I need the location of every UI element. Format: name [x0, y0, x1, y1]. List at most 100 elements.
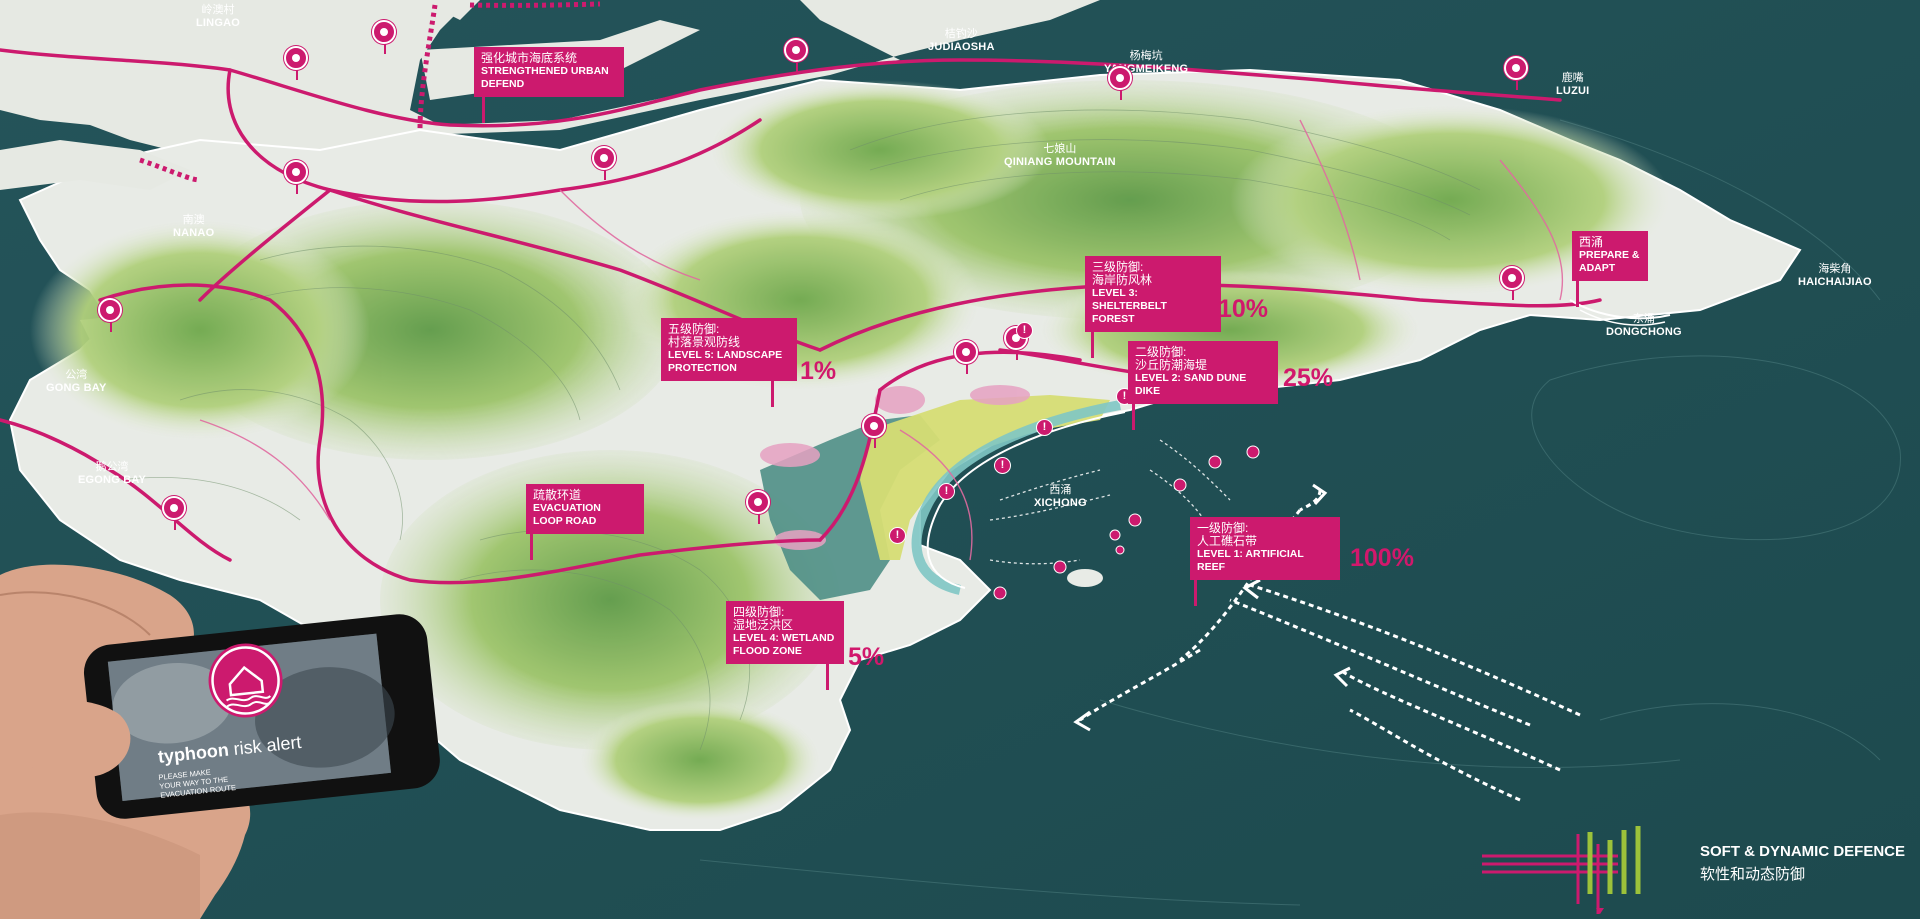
place-haichaijiao-en: HAICHAIJIAO — [1798, 276, 1872, 288]
typhoon-house-icon — [228, 665, 265, 697]
warning-icon[interactable]: ! — [994, 457, 1011, 474]
callout-level2-en1: LEVEL 2: SAND DUNE DIKE — [1135, 372, 1247, 397]
warning-icon[interactable]: ! — [889, 527, 906, 544]
callout-level2-zh2: 沙丘防潮海堤 — [1135, 358, 1208, 372]
pct-level3: 10% — [1218, 295, 1269, 323]
callout-evac-en1: EVACUATION — [533, 502, 601, 514]
evacuation-shelter-icon[interactable] — [784, 38, 808, 72]
reef-markers — [993, 445, 1260, 600]
evacuation-shelter-icon[interactable] — [284, 160, 308, 194]
callout-level5-en1: LEVEL 5: LANDSCAPE — [668, 349, 783, 361]
place-dongchong: 东涌 DONGCHONG — [1606, 313, 1682, 339]
place-nanao-zh: 南澳 — [182, 214, 205, 226]
place-luzui-en: LUZUI — [1556, 85, 1590, 97]
hand-illustration — [0, 564, 440, 919]
place-judiaosha-en: JUDIAOSHA — [928, 41, 995, 53]
place-lingao: 岭澳村 LINGAO — [196, 4, 240, 30]
place-gongbay: 公湾 GONG BAY — [46, 369, 106, 395]
callout-prepare-en2: ADAPT — [1579, 262, 1616, 274]
place-lingao-en: LINGAO — [196, 17, 240, 29]
place-judiaosha: 桔钓沙 JUDIAOSHA — [928, 28, 995, 54]
place-nanao-en: NANAO — [173, 227, 215, 239]
vegetation — [30, 80, 1670, 820]
callout-evacuation-loop: 疏散环道 EVACUATION LOOP ROAD — [526, 484, 644, 560]
islet-west-1 — [0, 140, 190, 190]
reef-islet — [1067, 569, 1103, 587]
callout-urban-zh: 强化城市海底系统 — [481, 51, 578, 65]
evacuation-shelter-icon[interactable] — [162, 496, 186, 530]
callout-urban-en1: STRENGTHENED URBAN — [481, 65, 609, 77]
callout-prepare-en1: PREPARE & — [1579, 249, 1640, 261]
evacuation-shelter-icon[interactable] — [746, 490, 770, 524]
place-haichaijiao-zh: 海柴角 — [1818, 263, 1852, 275]
place-gongbay-en: GONG BAY — [46, 382, 107, 394]
place-egongbay-en: EGONG BAY — [78, 474, 147, 486]
callout-level5-zh2: 村落景观防线 — [668, 335, 741, 349]
evacuation-shelter-icon[interactable] — [372, 20, 396, 54]
callout-evac-zh: 疏散环道 — [533, 488, 582, 502]
place-luzui-zh: 鹿嘴 — [1561, 72, 1584, 84]
land-north — [0, 0, 1100, 160]
legend-title-en: SOFT & DYNAMIC DEFENCE — [1700, 843, 1906, 860]
place-xichong-zh: 西涌 — [1049, 484, 1072, 496]
warning-icon[interactable]: ! — [1016, 322, 1033, 339]
wave-arrowheads — [1073, 483, 1351, 732]
dune-zone — [860, 395, 1110, 560]
place-gongbay-zh: 公湾 — [65, 369, 88, 381]
shoreline-band — [911, 400, 1121, 595]
secondary-routes — [199, 119, 1564, 561]
place-egongbay-zh: 鹅公湾 — [95, 461, 129, 473]
dongchong-inlet — [1569, 299, 1671, 320]
callout-evac-en2: LOOP ROAD — [533, 515, 597, 527]
urban-boundary — [417, 4, 438, 131]
sea-contours — [699, 119, 1901, 906]
callout-level5: 五级防御: 村落景观防线 LEVEL 5: LANDSCAPE PROTECTI… — [661, 318, 797, 407]
callout-level3-en2: FOREST — [1092, 313, 1135, 325]
pct-level1: 100% — [1350, 544, 1414, 572]
evacuation-shelter-icon[interactable] — [592, 146, 616, 180]
evacuation-shelter-icon[interactable] — [1504, 56, 1528, 90]
callout-level5-en2: PROTECTION — [668, 362, 737, 374]
place-luzui: 鹿嘴 LUZUI — [1556, 72, 1589, 98]
callout-urban-en2: DEFEND — [481, 78, 525, 90]
evacuation-shelter-icon[interactable] — [284, 46, 308, 80]
legend-soft-dynamic-defence: SOFT & DYNAMIC DEFENCE 软性和动态防御 — [1478, 824, 1918, 914]
place-dongchong-en: DONGCHONG — [1606, 326, 1682, 338]
callout-level3-zh1: 三级防御: — [1092, 260, 1144, 274]
callout-level3-en1: LEVEL 3: SHELTERBELT — [1092, 287, 1167, 312]
callout-prepare-zh: 西涌 — [1579, 235, 1604, 249]
callout-level3: 三级防御: 海岸防风林 LEVEL 3: SHELTERBELT FOREST — [1085, 256, 1221, 358]
legend-text: SOFT & DYNAMIC DEFENCE 软性和动态防御 — [1700, 843, 1905, 884]
legend-title-zh: 软性和动态防御 — [1700, 866, 1806, 883]
place-judiaosha-zh: 桔钓沙 — [944, 28, 978, 40]
warning-icon[interactable]: ! — [938, 483, 955, 500]
legend-graphic — [1482, 826, 1641, 914]
callout-level3-zh2: 海岸防风林 — [1092, 273, 1153, 287]
pct-level4: 5% — [848, 643, 885, 671]
place-qiniang: 七娘山 QINIANG MOUNTAIN — [1004, 143, 1116, 169]
urban-boundary-2 — [469, 1, 601, 8]
hand-holding-phone: typhoon risk alert PLEASE MAKE YOUR WAY … — [0, 555, 470, 919]
place-xichong: 西涌 XICHONG — [1034, 484, 1087, 510]
place-yangmeikeng-zh: 杨梅坑 — [1129, 50, 1163, 62]
pct-level5: 1% — [800, 357, 837, 385]
warning-icon[interactable]: ! — [1036, 419, 1053, 436]
callout-level4-en1: LEVEL 4: WETLAND — [733, 632, 835, 644]
callout-level5-zh1: 五级防御: — [668, 322, 720, 336]
callout-prepare-adapt: 西涌 PREPARE & ADAPT — [1572, 231, 1648, 307]
callout-level4-zh1: 四级防御: — [733, 605, 785, 619]
evacuation-shelter-icon[interactable] — [98, 298, 122, 332]
callout-level1-zh1: 一级防御: — [1197, 521, 1249, 535]
place-dongchong-zh: 东涌 — [1632, 313, 1655, 325]
callout-level4-zh2: 湿地泛洪区 — [733, 618, 794, 632]
place-nanao: 南澳 NANAO — [173, 214, 214, 240]
callout-level1-en1: LEVEL 1: ARTIFICIAL REEF — [1197, 548, 1304, 573]
evacuation-shelter-icon[interactable] — [862, 414, 886, 448]
callout-level4: 四级防御: 湿地泛洪区 LEVEL 4: WETLAND FLOOD ZONE — [726, 601, 844, 690]
evacuation-shelter-icon[interactable] — [1108, 66, 1132, 100]
place-qiniang-zh: 七娘山 — [1043, 143, 1077, 155]
evacuation-shelter-icon[interactable] — [954, 340, 978, 374]
evacuation-shelter-icon[interactable] — [1500, 266, 1524, 300]
